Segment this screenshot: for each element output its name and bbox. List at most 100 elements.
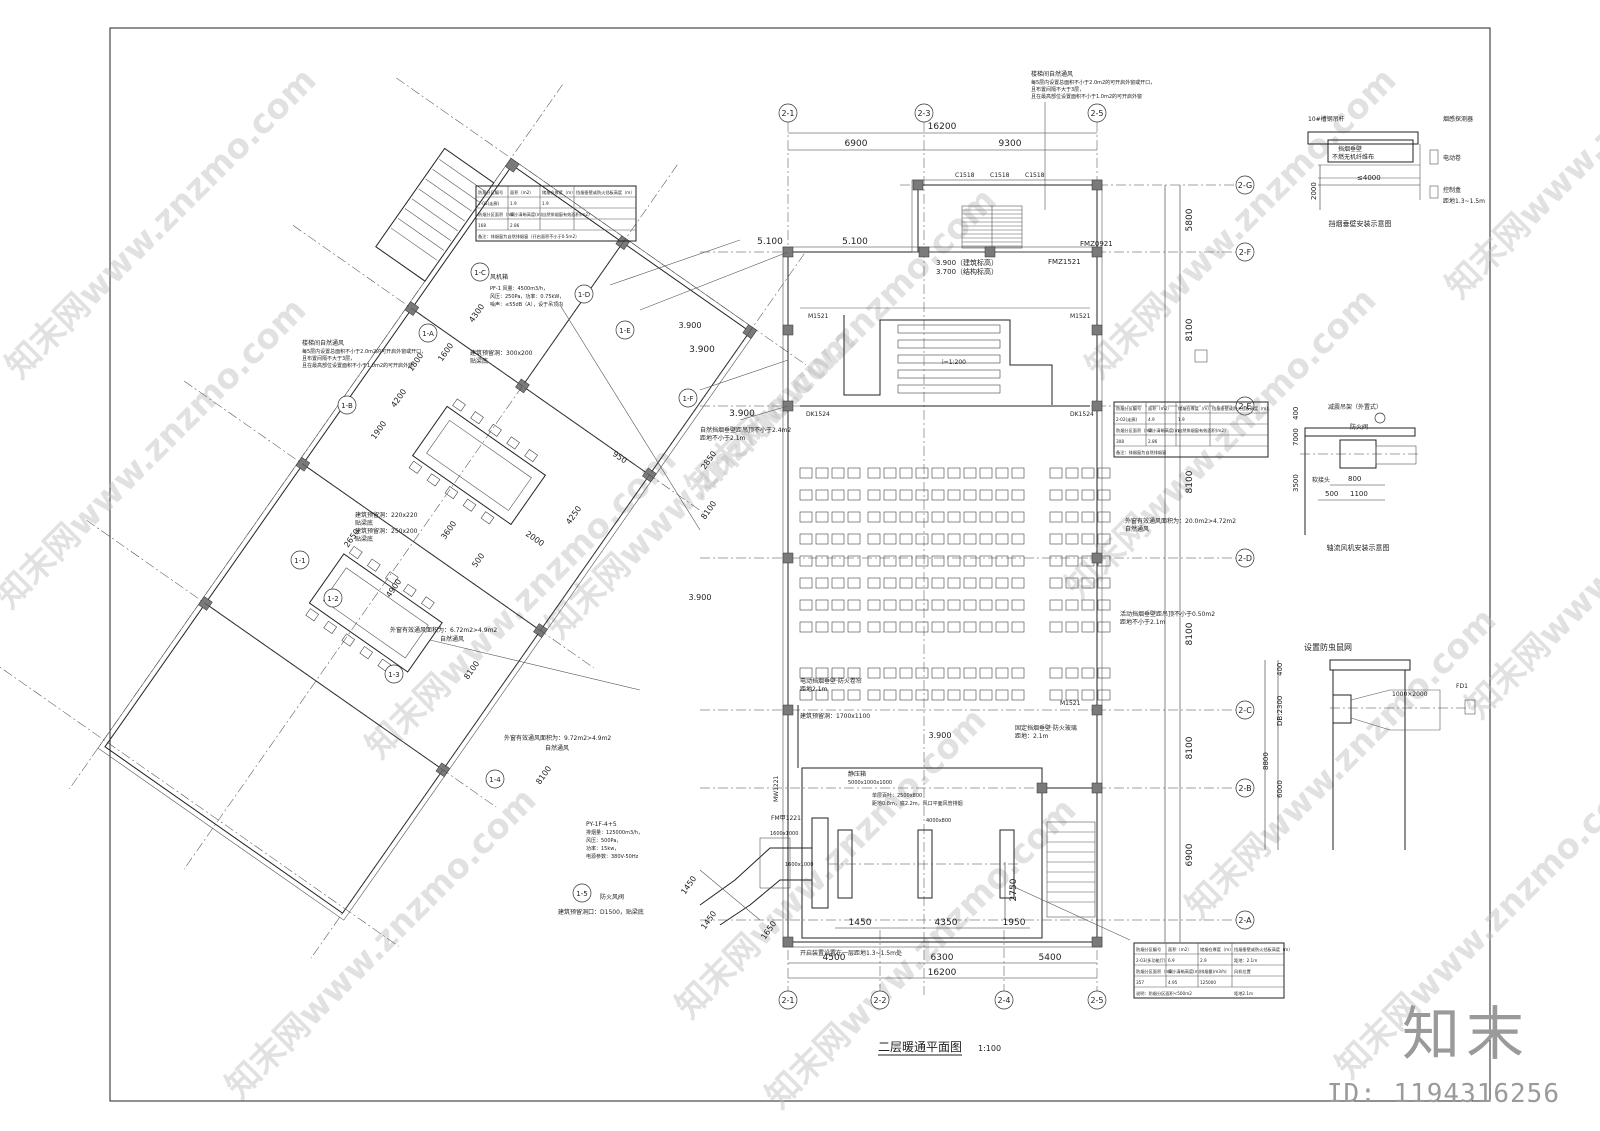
svg-text:16200: 16200 bbox=[928, 122, 957, 132]
svg-text:≤4000: ≤4000 bbox=[1357, 174, 1381, 182]
seat bbox=[867, 577, 881, 589]
axis-label: 2-C bbox=[1238, 706, 1252, 715]
seat bbox=[915, 599, 929, 611]
svg-text:8800: 8800 bbox=[1262, 752, 1270, 770]
seat bbox=[899, 555, 913, 567]
svg-text:DK1524: DK1524 bbox=[806, 411, 830, 418]
svg-text:防火阀: 防火阀 bbox=[1350, 423, 1368, 431]
svg-text:烟感探测器: 烟感探测器 bbox=[1443, 115, 1473, 123]
columns bbox=[782, 179, 1103, 948]
seat bbox=[1049, 621, 1063, 633]
table-cell: 4.95 bbox=[1168, 980, 1178, 985]
seat bbox=[867, 689, 881, 701]
seat bbox=[1065, 467, 1079, 479]
seat bbox=[979, 667, 993, 679]
svg-text:5800: 5800 bbox=[1185, 208, 1195, 231]
axis-label: 2-F bbox=[1239, 248, 1252, 257]
seat bbox=[931, 467, 945, 479]
connector bbox=[739, 405, 789, 421]
table-cell: 挡烟垂壁或防火挡板高度（m） bbox=[1212, 405, 1271, 412]
svg-text:6000: 6000 bbox=[1276, 780, 1284, 798]
axis-label: 2-A bbox=[1238, 916, 1252, 925]
meeting-table-inner bbox=[426, 419, 532, 511]
svg-text:2750: 2750 bbox=[1009, 878, 1019, 901]
svg-text:1-3: 1-3 bbox=[388, 671, 399, 679]
brand-logo: 知末 bbox=[1401, 1000, 1530, 1068]
table-cell: 风机位置 bbox=[1234, 968, 1251, 975]
seat bbox=[1065, 689, 1079, 701]
svg-text:静压箱: 静压箱 bbox=[848, 770, 866, 778]
annotations: 楼梯间自然通风 每5层内设置总面积不小于2.0m2的可开启外窗或开口， 且布置间… bbox=[302, 70, 1236, 957]
svg-text:4200: 4200 bbox=[389, 387, 408, 409]
seat bbox=[847, 467, 861, 479]
seat bbox=[831, 689, 845, 701]
table-cell: 357 bbox=[1136, 980, 1144, 985]
seat bbox=[847, 511, 861, 523]
svg-text:电动卷: 电动卷 bbox=[1443, 154, 1461, 162]
svg-text:挡烟垂壁安装示意图: 挡烟垂壁安装示意图 bbox=[1329, 219, 1392, 228]
svg-text:轴流风机安装示意图: 轴流风机安装示意图 bbox=[1327, 543, 1390, 552]
seat bbox=[847, 599, 861, 611]
meeting-table-inner bbox=[322, 567, 429, 659]
svg-text:活动挡烟垂壁距吊顶不小于0.50m2: 活动挡烟垂壁距吊顶不小于0.50m2 bbox=[1120, 610, 1215, 618]
svg-text:8100: 8100 bbox=[1185, 318, 1195, 341]
table-cell: 2-01(走廊) bbox=[478, 200, 500, 207]
table-cell: 挡烟垂壁或防火挡板高度（m） bbox=[576, 189, 635, 196]
drawing-scale: 1:100 bbox=[978, 1044, 1001, 1053]
seat bbox=[1011, 489, 1025, 501]
seat bbox=[1097, 533, 1111, 545]
axis-label: 2-4 bbox=[997, 996, 1010, 1005]
svg-text:减震吊架（外置式）: 减震吊架（外置式） bbox=[1328, 403, 1382, 411]
axis-bubbles-top: 2-1 2-3 2-5 bbox=[778, 103, 1107, 123]
seat bbox=[1011, 599, 1025, 611]
seat bbox=[947, 667, 961, 679]
table-cell: 自然排烟窗有效面积(m2) bbox=[542, 211, 590, 218]
seat bbox=[963, 577, 977, 589]
seat bbox=[867, 533, 881, 545]
svg-text:5000x1000x1000: 5000x1000x1000 bbox=[848, 780, 892, 786]
table-cell: 防烟分区面积（m2） bbox=[1116, 427, 1156, 434]
svg-text:950: 950 bbox=[611, 449, 629, 465]
table-cell: 面积（m2） bbox=[1148, 405, 1172, 412]
seat bbox=[931, 533, 945, 545]
connector bbox=[699, 359, 789, 391]
seat bbox=[931, 577, 945, 589]
svg-text:8100: 8100 bbox=[1185, 622, 1195, 645]
svg-text:10#槽钢吊杆: 10#槽钢吊杆 bbox=[1308, 115, 1345, 123]
seat bbox=[831, 599, 845, 611]
seat bbox=[831, 667, 845, 679]
seat bbox=[995, 489, 1009, 501]
svg-text:3.900: 3.900 bbox=[729, 409, 755, 419]
seat bbox=[931, 621, 945, 633]
seat bbox=[899, 467, 913, 479]
seat bbox=[1049, 555, 1063, 567]
seat bbox=[947, 621, 961, 633]
table-cell: 说明：防烟分区面积<500m2 bbox=[1136, 990, 1192, 997]
svg-text:3500: 3500 bbox=[1292, 474, 1300, 492]
seat bbox=[799, 667, 813, 679]
axis-label: 2-2 bbox=[873, 996, 886, 1005]
table-cell: 2.86 bbox=[1148, 439, 1158, 444]
seat bbox=[995, 511, 1009, 523]
svg-text:风压：250Pa，功率：0.75kW，: 风压：250Pa，功率：0.75kW， bbox=[490, 293, 564, 300]
seat bbox=[883, 555, 897, 567]
table-cell: 自然排烟窗有效面积(m2) bbox=[1178, 427, 1226, 434]
seat bbox=[979, 555, 993, 567]
seat bbox=[915, 555, 929, 567]
svg-text:500: 500 bbox=[470, 551, 486, 569]
svg-text:1450: 1450 bbox=[699, 909, 718, 931]
seat bbox=[831, 621, 845, 633]
seat bbox=[847, 667, 861, 679]
seat bbox=[847, 689, 861, 701]
seat bbox=[815, 667, 829, 679]
seat bbox=[979, 511, 993, 523]
seat bbox=[1081, 467, 1095, 479]
table-cell: 2.9 bbox=[1200, 958, 1207, 963]
seat bbox=[867, 511, 881, 523]
seat bbox=[899, 533, 913, 545]
svg-text:4300: 4300 bbox=[467, 302, 486, 324]
seat bbox=[1081, 599, 1095, 611]
stage-outline bbox=[843, 315, 1053, 405]
table-cell: 168 bbox=[478, 223, 486, 228]
seat bbox=[995, 533, 1009, 545]
